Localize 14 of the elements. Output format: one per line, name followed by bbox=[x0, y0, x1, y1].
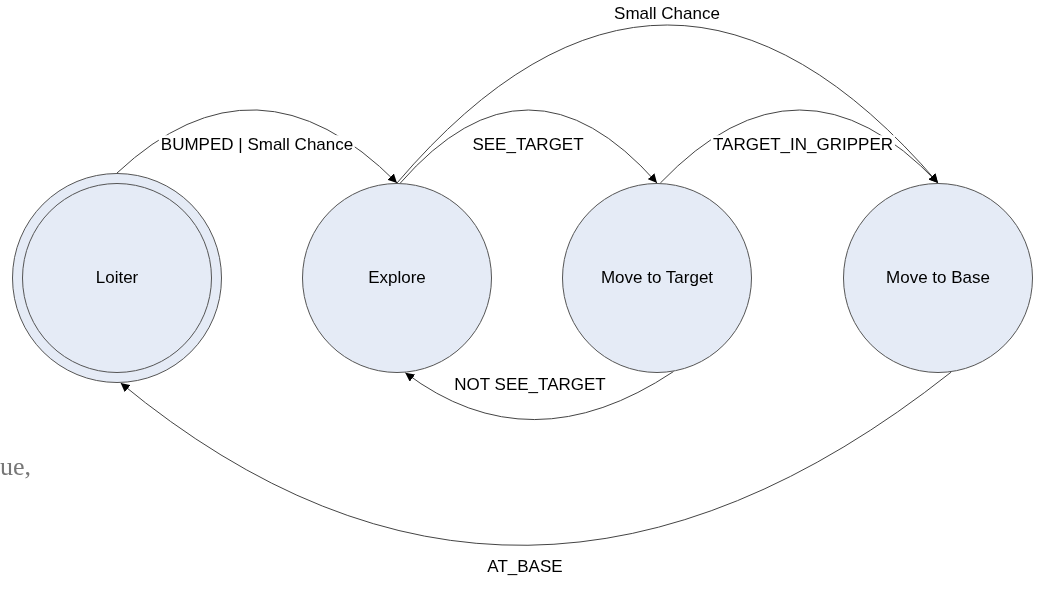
edge-label: SEE_TARGET bbox=[470, 135, 586, 155]
transition-arrow bbox=[399, 109, 658, 184]
edge-label: BUMPED | Small Chance bbox=[158, 135, 356, 155]
transition-arrow bbox=[396, 24, 939, 184]
state-name: Move to Base bbox=[886, 267, 990, 290]
text-fragment: ue, bbox=[0, 451, 32, 483]
state-name: Loiter bbox=[95, 267, 139, 290]
state-name: Explore bbox=[368, 267, 426, 290]
transition-arrow bbox=[120, 371, 952, 546]
transition-arrow bbox=[116, 109, 398, 184]
edge-label: AT_BASE bbox=[485, 557, 565, 577]
edge-label: TARGET_IN_GRIPPER bbox=[710, 135, 896, 155]
edge-label: NOT SEE_TARGET bbox=[452, 375, 608, 395]
state-name: Move to Target bbox=[600, 267, 714, 290]
